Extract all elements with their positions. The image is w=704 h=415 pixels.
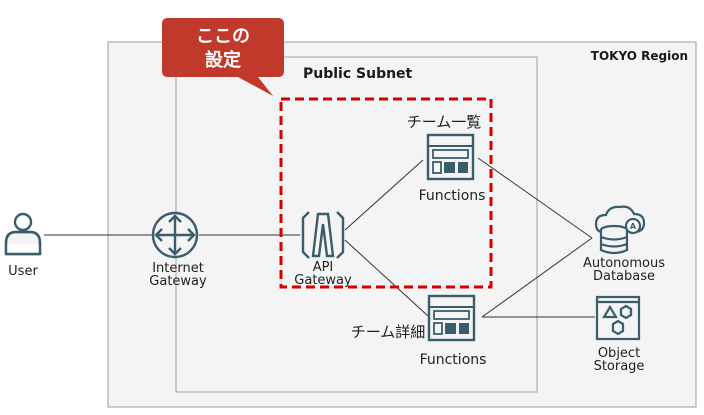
functions-icon [427,294,476,342]
object-storage-label-line2: Storage [594,359,645,374]
object-storage-label-line1: Object [598,346,640,361]
user-icon-cover [6,244,40,255]
callout: ここの 設定 [162,18,284,96]
connector-fn-list-db [477,157,593,239]
callout-line1: ここの [196,26,250,47]
object-storage-icon [595,295,641,341]
connector-apigw-fn-list [344,159,424,231]
autonomous-db-label-line2: Database [593,269,655,284]
internet-gateway-label-line2: Gateway [149,274,207,289]
autonomous-database-icon [594,205,646,255]
internet-gateway-icon [151,211,199,259]
connector-fn-detail-db [481,237,593,318]
internet-gateway-label-line1: Internet [152,261,204,276]
user-icon-body [4,230,42,254]
functions-detail-label: Functions [420,352,487,368]
functions-list-label: Functions [419,188,486,204]
public-subnet-label: Public Subnet [303,66,413,82]
connectors [44,157,595,318]
functions-detail-title: チーム詳細 [351,323,426,341]
api-gateway-icon [301,211,345,259]
functions-icon [426,133,475,181]
autonomous-db-badge: A [630,222,637,231]
api-gateway-label-line2: Gateway [294,273,352,288]
public-subnet-box [175,56,538,393]
callout-line2: 設定 [205,49,241,71]
functions-list-title: チーム一覧 [407,113,482,131]
autonomous-db-label-line1: Autonomous [583,256,665,271]
highlight-box [279,97,493,289]
api-gateway-label-line1: API [313,260,334,275]
region-label: TOKYO Region [591,49,688,63]
connector-apigw-fn-detail [344,239,429,317]
user-label: User [8,264,38,279]
